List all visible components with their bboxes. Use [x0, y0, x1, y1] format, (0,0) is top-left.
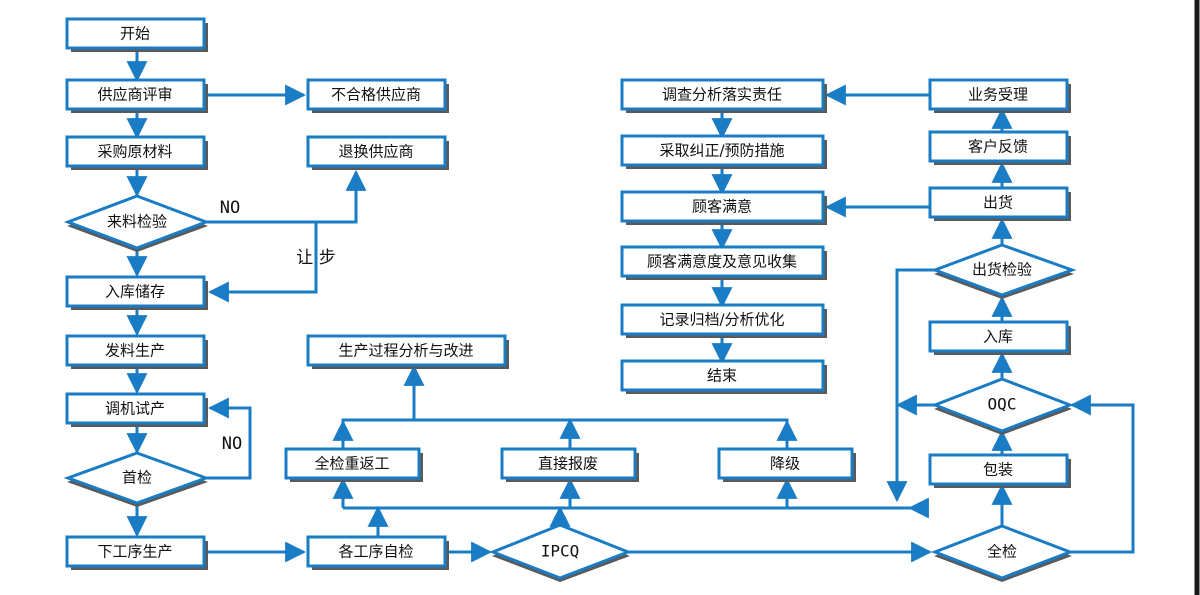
node-investigate-label: 调查分析落实责任 [662, 86, 782, 104]
node-start-label: 开始 [120, 25, 150, 43]
edge-concession-storage [207, 222, 318, 303]
node-oqc-label: OQC [988, 395, 1017, 414]
edge-label-no-first: NO [222, 434, 242, 454]
node-return-supplier-label: 退换供应商 [338, 143, 413, 161]
node-rework-label: 全检重返工 [314, 455, 389, 473]
edge-first-trial-loop [207, 397, 252, 480]
node-corrective-action-label: 采取纠正/预防措施 [659, 142, 784, 160]
node-customer-feedback[interactable]: 客户反馈 [928, 130, 1071, 165]
node-material-issue[interactable]: 发料生产 [65, 334, 208, 369]
node-record-archive-label: 记录归档/分析优化 [659, 311, 784, 329]
node-end-label: 结束 [707, 367, 737, 385]
node-full-inspection[interactable]: 全检 [930, 524, 1075, 582]
node-process-improvement[interactable]: 生产过程分析与改进 [306, 334, 509, 369]
node-trial-production-label: 调机试产 [105, 400, 165, 418]
node-incoming-inspection-label: 来料检验 [107, 213, 167, 231]
node-start[interactable]: 开始 [65, 17, 208, 52]
node-oqc[interactable]: OQC [930, 377, 1075, 435]
top-bus [341, 418, 789, 448]
node-rework[interactable]: 全检重返工 [284, 447, 423, 482]
node-full-inspection-label: 全检 [987, 543, 1017, 561]
node-packaging[interactable]: 包装 [928, 453, 1071, 488]
node-supplier-review-label: 供应商评审 [97, 86, 172, 104]
node-satisfaction-collection-label: 顾客满意度及意见收集 [647, 253, 797, 271]
node-first-inspection-label: 首检 [122, 469, 152, 487]
node-downgrade[interactable]: 降级 [717, 447, 856, 482]
node-supplier-review[interactable]: 供应商评审 [65, 78, 208, 113]
node-unqualified-supplier-label: 不合格供应商 [331, 86, 421, 104]
node-customer-satisfied[interactable]: 顾客满意 [620, 190, 827, 225]
node-downgrade-label: 降级 [770, 455, 800, 473]
node-end[interactable]: 结束 [620, 359, 827, 394]
node-incoming-inspection[interactable]: 来料检验 [63, 194, 211, 252]
edges [126, 50, 1135, 563]
node-scrap-label: 直接报废 [538, 455, 598, 473]
node-shipment-label: 出货 [983, 194, 1013, 212]
node-shipment-inspection-label: 出货检验 [972, 261, 1032, 279]
node-satisfaction-collection[interactable]: 顾客满意度及意见收集 [620, 245, 827, 280]
node-next-process[interactable]: 下工序生产 [65, 535, 208, 570]
node-customer-feedback-label: 客户反馈 [968, 138, 1028, 156]
node-investigate[interactable]: 调查分析落实责任 [620, 78, 827, 113]
node-return-supplier[interactable]: 退换供应商 [306, 135, 449, 170]
node-self-inspection-label: 各工序自检 [338, 543, 413, 561]
node-warehouse-storage[interactable]: 入库储存 [65, 275, 208, 310]
node-process-improvement-label: 生产过程分析与改进 [338, 342, 473, 360]
nodes: 开始 供应商评审 不合格供应商 采购原材料 退换供应商 来料检验 [63, 17, 1077, 582]
node-stock-in[interactable]: 入库 [928, 320, 1071, 355]
node-ipcq-label: IPCQ [541, 542, 580, 561]
edge-label-no-incoming: NO [220, 198, 240, 218]
node-purchase-materials-label: 采购原材料 [97, 143, 172, 161]
node-warehouse-storage-label: 入库储存 [105, 283, 165, 301]
node-next-process-label: 下工序生产 [97, 543, 172, 561]
node-shipment[interactable]: 出货 [928, 186, 1071, 221]
node-trial-production[interactable]: 调机试产 [65, 392, 208, 427]
node-scrap[interactable]: 直接报废 [500, 447, 639, 482]
node-material-issue-label: 发料生产 [105, 342, 165, 360]
node-stock-in-label: 入库 [983, 328, 1013, 346]
node-packaging-label: 包装 [983, 461, 1013, 479]
node-first-inspection[interactable]: 首检 [63, 451, 211, 507]
node-business-acceptance-label: 业务受理 [968, 86, 1028, 104]
edge-full-oqc-loop [1069, 394, 1135, 554]
node-purchase-materials[interactable]: 采购原材料 [65, 135, 208, 170]
edge-label-concession: 让 步 [296, 248, 335, 268]
edge-incoming-return [207, 169, 367, 224]
node-self-inspection[interactable]: 各工序自检 [306, 535, 449, 570]
node-shipment-inspection[interactable]: 出货检验 [930, 243, 1077, 299]
edge-shipinsp-left [886, 268, 935, 503]
node-unqualified-supplier[interactable]: 不合格供应商 [306, 78, 449, 113]
node-record-archive[interactable]: 记录归档/分析优化 [620, 303, 827, 338]
node-corrective-action[interactable]: 采取纠正/预防措施 [620, 134, 827, 169]
node-ipcq[interactable]: IPCQ [488, 523, 633, 582]
node-customer-satisfied-label: 顾客满意 [692, 198, 752, 216]
node-business-acceptance[interactable]: 业务受理 [928, 78, 1071, 113]
